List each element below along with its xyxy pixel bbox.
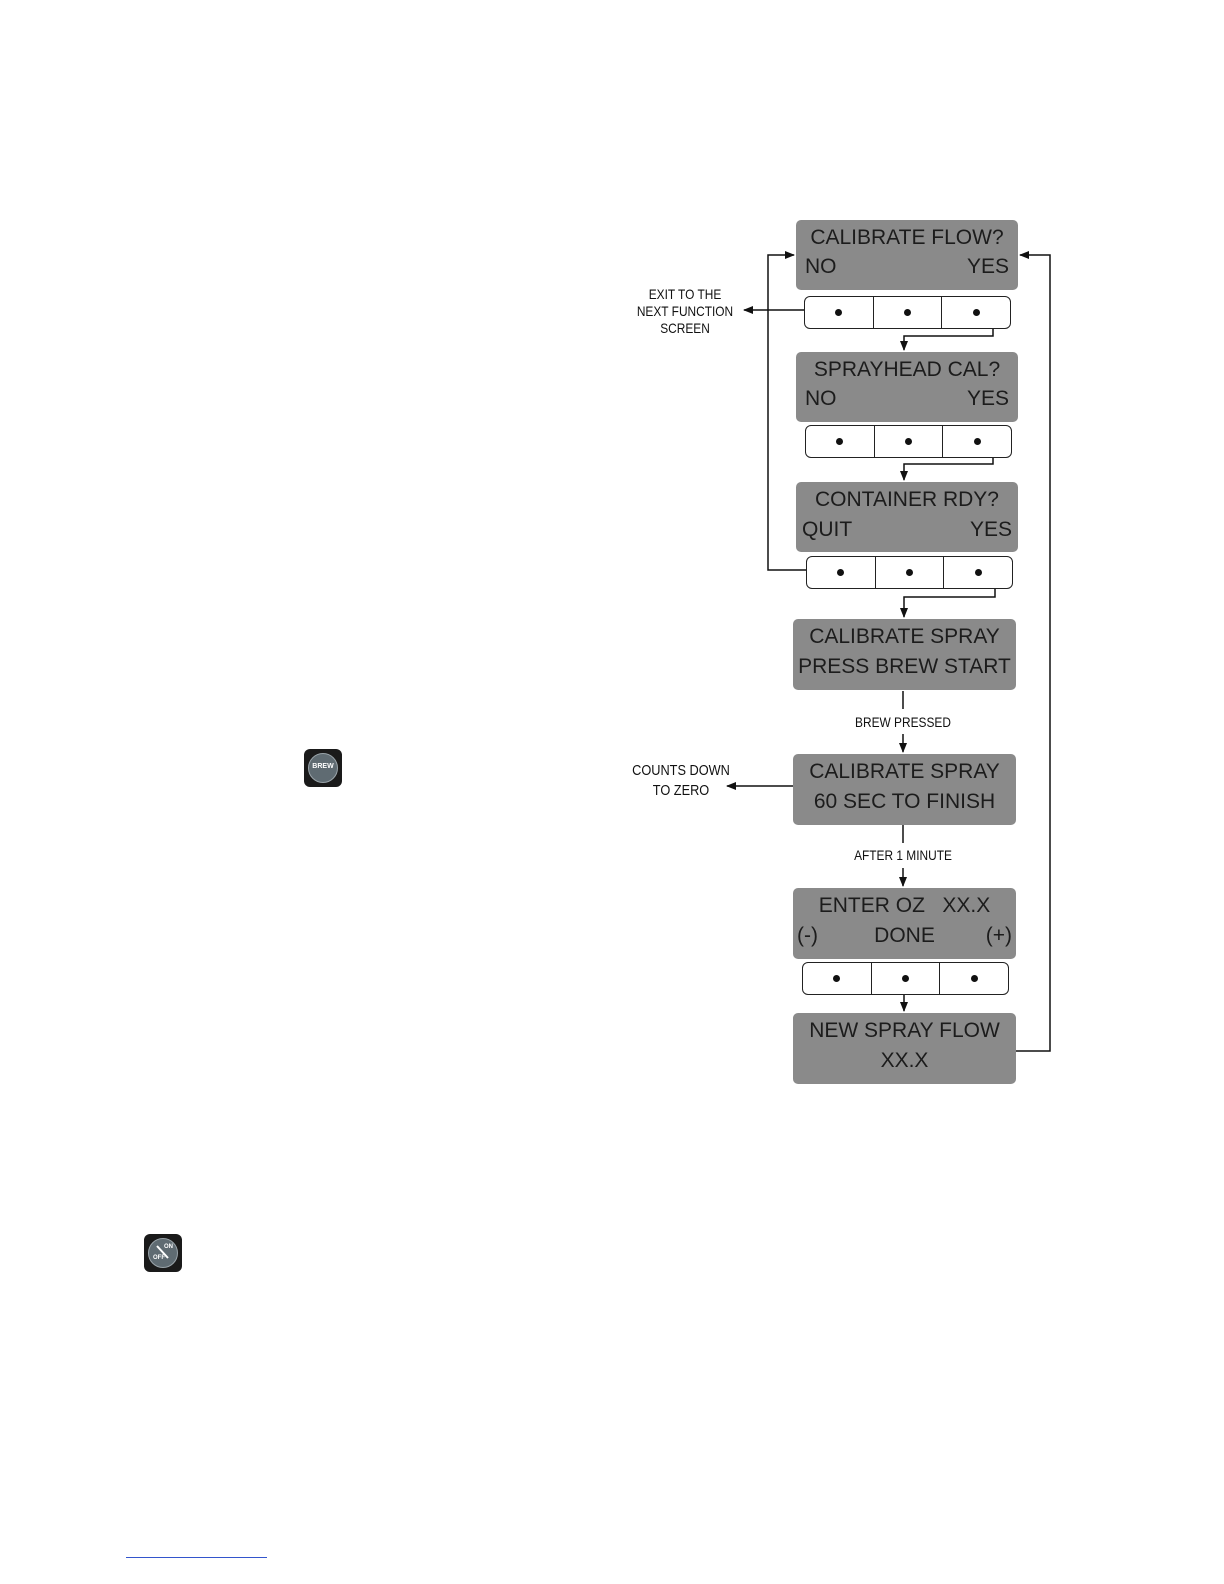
lcd-line-1: CALIBRATE SPRAY [793, 760, 1016, 784]
brew-pressed-label: BREW PRESSED [839, 714, 967, 731]
lcd-line-1: CALIBRATE FLOW? [796, 226, 1018, 250]
lcd-calibrate-spray-start: CALIBRATE SPRAY PRESS BREW START [793, 619, 1016, 690]
lcd-no-option: NO [805, 255, 837, 279]
lcd-plus-option: (+) [986, 924, 1012, 948]
lcd-no-option: NO [805, 387, 837, 411]
right-key[interactable] [943, 426, 1011, 457]
right-key[interactable] [944, 557, 1012, 588]
lcd-line-1: CALIBRATE SPRAY [793, 625, 1016, 649]
lcd-line-1: SPRAYHEAD CAL? [796, 358, 1018, 382]
keypad-row-4[interactable] [802, 962, 1009, 995]
lcd-done-option: DONE [793, 924, 1016, 948]
lcd-line-2: XX.X [793, 1049, 1016, 1073]
lcd-line-1: ENTER OZ XX.X [793, 894, 1016, 918]
lcd-yes-option: YES [967, 387, 1009, 411]
center-key[interactable] [875, 426, 944, 457]
lcd-calibrate-flow: CALIBRATE FLOW? NO YES [796, 220, 1018, 290]
lcd-line-2: 60 SEC TO FINISH [793, 790, 1016, 814]
exit-note-line-3: SCREEN [621, 320, 749, 337]
footer-link-underline[interactable] [126, 1557, 267, 1558]
counts-note-line-2: TO ZERO [617, 781, 745, 801]
after-minute-label: AFTER 1 MINUTE [839, 847, 967, 864]
left-key[interactable] [805, 297, 874, 328]
lcd-sprayhead-cal: SPRAYHEAD CAL? NO YES [796, 352, 1018, 422]
power-button-icon: ON OFF [144, 1234, 182, 1272]
left-key[interactable] [806, 426, 875, 457]
keypad-row-1[interactable] [804, 296, 1011, 329]
center-key[interactable] [874, 297, 943, 328]
lcd-yes-option: YES [970, 518, 1012, 542]
right-key[interactable] [942, 297, 1010, 328]
brew-button-icon: BREW [304, 749, 342, 787]
lcd-quit-option: QUIT [802, 518, 852, 542]
exit-note: EXIT TO THE NEXT FUNCTION SCREEN [621, 286, 749, 337]
right-key[interactable] [940, 963, 1008, 994]
lcd-enter-oz: ENTER OZ XX.X (-) DONE (+) [793, 888, 1016, 959]
counts-down-note: COUNTS DOWN TO ZERO [617, 761, 745, 801]
lcd-container-ready: CONTAINER RDY? QUIT YES [796, 482, 1018, 552]
power-on-label: ON [164, 1244, 173, 1250]
lcd-line-1: CONTAINER RDY? [796, 488, 1018, 512]
exit-note-line-2: NEXT FUNCTION [621, 303, 749, 320]
left-key[interactable] [807, 557, 876, 588]
lcd-new-spray-flow: NEW SPRAY FLOW XX.X [793, 1013, 1016, 1084]
lcd-yes-option: YES [967, 255, 1009, 279]
power-slash-icon [144, 1234, 182, 1272]
keypad-row-2[interactable] [805, 425, 1012, 458]
arrow-new-flow-to-calibrate [1016, 255, 1050, 1051]
center-key[interactable] [872, 963, 941, 994]
counts-note-line-1: COUNTS DOWN [617, 761, 745, 781]
left-key[interactable] [803, 963, 872, 994]
lcd-line-2: PRESS BREW START [793, 655, 1016, 679]
power-off-label: OFF [153, 1255, 165, 1261]
lcd-calibrate-spray-countdown: CALIBRATE SPRAY 60 SEC TO FINISH [793, 754, 1016, 825]
lcd-line-1: NEW SPRAY FLOW [793, 1019, 1016, 1043]
brew-button-label: BREW [304, 763, 342, 770]
center-key[interactable] [876, 557, 945, 588]
exit-note-line-1: EXIT TO THE [621, 286, 749, 303]
keypad-row-3[interactable] [806, 556, 1013, 589]
